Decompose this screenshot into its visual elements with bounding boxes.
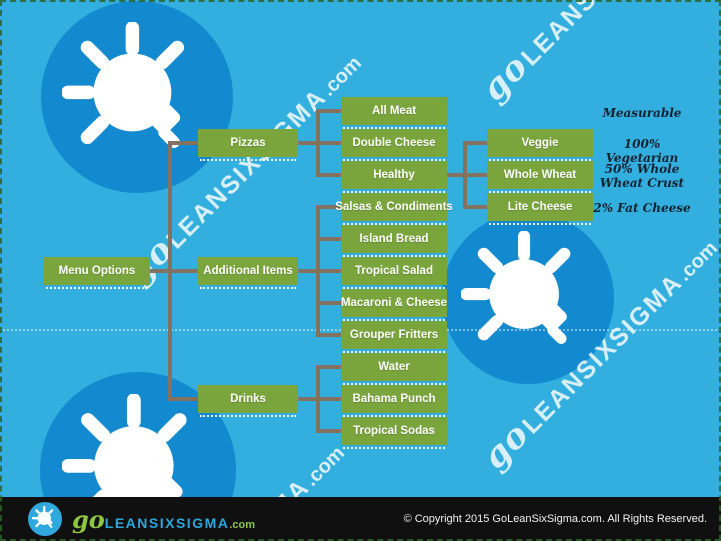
copyright-text: © Copyright 2015 GoLeanSixSigma.com. All… bbox=[403, 513, 707, 525]
logo-go: go bbox=[72, 504, 105, 534]
connector bbox=[298, 141, 316, 145]
connector bbox=[168, 141, 172, 401]
node-whole-wheat: Whole Wheat bbox=[487, 161, 593, 193]
connector bbox=[170, 141, 198, 145]
node-veggie: Veggie bbox=[487, 129, 593, 161]
connector bbox=[316, 269, 341, 273]
connector bbox=[316, 397, 341, 401]
lightbulb-icon bbox=[62, 22, 212, 172]
logo-com: .com bbox=[229, 518, 256, 531]
node-all-meat: All Meat bbox=[341, 97, 447, 129]
node-salsas-condiments: Salsas & Condiments bbox=[335, 193, 453, 225]
connector bbox=[316, 333, 341, 337]
node-menu-options: Menu Options bbox=[44, 257, 150, 289]
node-tropical-salad: Tropical Salad bbox=[341, 257, 447, 289]
node-grouper-fritters: Grouper Fritters bbox=[341, 321, 447, 353]
lightbulb-badge bbox=[41, 1, 233, 193]
node-island-bread: Island Bread bbox=[341, 225, 447, 257]
logo-caps: LEANSIXSIGMA bbox=[104, 514, 230, 531]
connector bbox=[316, 141, 341, 145]
connector bbox=[316, 365, 341, 369]
node-lite-cheese: Lite Cheese bbox=[487, 193, 593, 225]
logo-badge bbox=[28, 502, 62, 536]
connector bbox=[170, 397, 198, 401]
connector bbox=[298, 397, 316, 401]
node-bahama-punch: Bahama Punch bbox=[341, 385, 447, 417]
node-macaroni-cheese: Macaroni & Cheese bbox=[341, 289, 447, 321]
connector bbox=[316, 109, 341, 113]
node-healthy: Healthy bbox=[341, 161, 447, 193]
connector bbox=[150, 269, 198, 273]
connector bbox=[316, 301, 341, 305]
connector bbox=[463, 205, 487, 209]
connector bbox=[316, 237, 341, 241]
annotation-vegetarian: 100% Vegetarian bbox=[605, 137, 679, 165]
node-double-cheese: Double Cheese bbox=[341, 129, 447, 161]
lightbulb-badge bbox=[442, 212, 614, 384]
node-tropical-sodas: Tropical Sodas bbox=[341, 417, 447, 449]
node-drinks: Drinks bbox=[198, 385, 298, 417]
connector bbox=[316, 173, 341, 177]
node-additional-items: Additional Items bbox=[198, 257, 298, 289]
logo-wordmark: go LEANSIXSIGMA .com bbox=[72, 505, 255, 534]
annotation-whole-wheat: 50% Whole Wheat Crust bbox=[599, 162, 685, 190]
footer-bar: go LEANSIXSIGMA .com © Copyright 2015 Go… bbox=[0, 497, 721, 541]
connector bbox=[316, 429, 341, 433]
lightbulb-icon bbox=[461, 231, 595, 365]
connector bbox=[298, 269, 316, 273]
node-water: Water bbox=[341, 353, 447, 385]
annotation-header: Measurable bbox=[602, 106, 682, 120]
connector bbox=[463, 173, 487, 177]
annotation-fat-cheese: 2% Fat Cheese bbox=[593, 201, 691, 215]
connector bbox=[463, 141, 487, 145]
lightbulb-icon bbox=[32, 506, 55, 530]
node-pizzas: Pizzas bbox=[198, 129, 298, 161]
connector bbox=[316, 205, 341, 209]
connector bbox=[447, 173, 463, 177]
